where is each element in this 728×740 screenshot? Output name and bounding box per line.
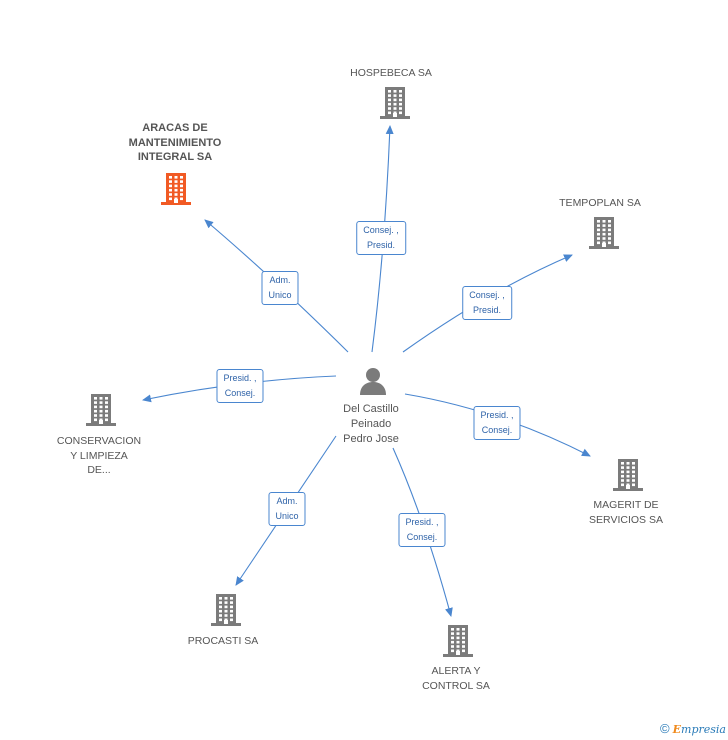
building-icon[interactable] xyxy=(160,172,192,206)
company-name-procasti[interactable]: PROCASTI SA xyxy=(187,635,259,647)
person-name[interactable]: Del Castillo Peinado Pedro Jose xyxy=(343,403,399,445)
company-name-aracas[interactable]: ARACAS DE MANTENIMIENTO INTEGRAL SA xyxy=(128,122,222,163)
person-icon xyxy=(360,368,386,395)
company-name-alerta[interactable]: ALERTA Y CONTROL SA xyxy=(422,665,490,692)
company-name-magerit[interactable]: MAGERIT DE SERVICIOS SA xyxy=(589,499,663,526)
relation-label-procasti: Adm. Unico xyxy=(268,492,306,526)
brand-logo-text: mpresia xyxy=(681,723,726,736)
relation-label-tempoplan: Consej. , Presid. xyxy=(462,286,512,320)
brand-logo-letter: E xyxy=(672,723,682,736)
building-icon[interactable] xyxy=(612,458,644,492)
building-icon[interactable] xyxy=(210,593,242,627)
relation-label-aracas: Adm. Unico xyxy=(261,271,299,305)
copyright-icon: © xyxy=(659,721,670,736)
relation-label-hospebeca: Consej. , Presid. xyxy=(356,221,406,255)
building-icon[interactable] xyxy=(588,216,620,250)
relation-label-magerit: Presid. , Consej. xyxy=(473,406,521,440)
brand-footer[interactable]: © Empresia xyxy=(660,721,726,736)
company-name-conservacion[interactable]: CONSERVACION Y LIMPIEZA DE... xyxy=(56,435,142,476)
building-icon[interactable] xyxy=(85,393,117,427)
building-icon[interactable] xyxy=(442,624,474,658)
relation-label-conservacion: Presid. , Consej. xyxy=(216,369,264,403)
relation-label-alerta: Presid. , Consej. xyxy=(398,513,446,547)
company-name-tempoplan[interactable]: TEMPOPLAN SA xyxy=(559,197,641,209)
building-icon[interactable] xyxy=(379,86,411,120)
company-name-hospebeca[interactable]: HOSPEBECA SA xyxy=(350,67,432,79)
